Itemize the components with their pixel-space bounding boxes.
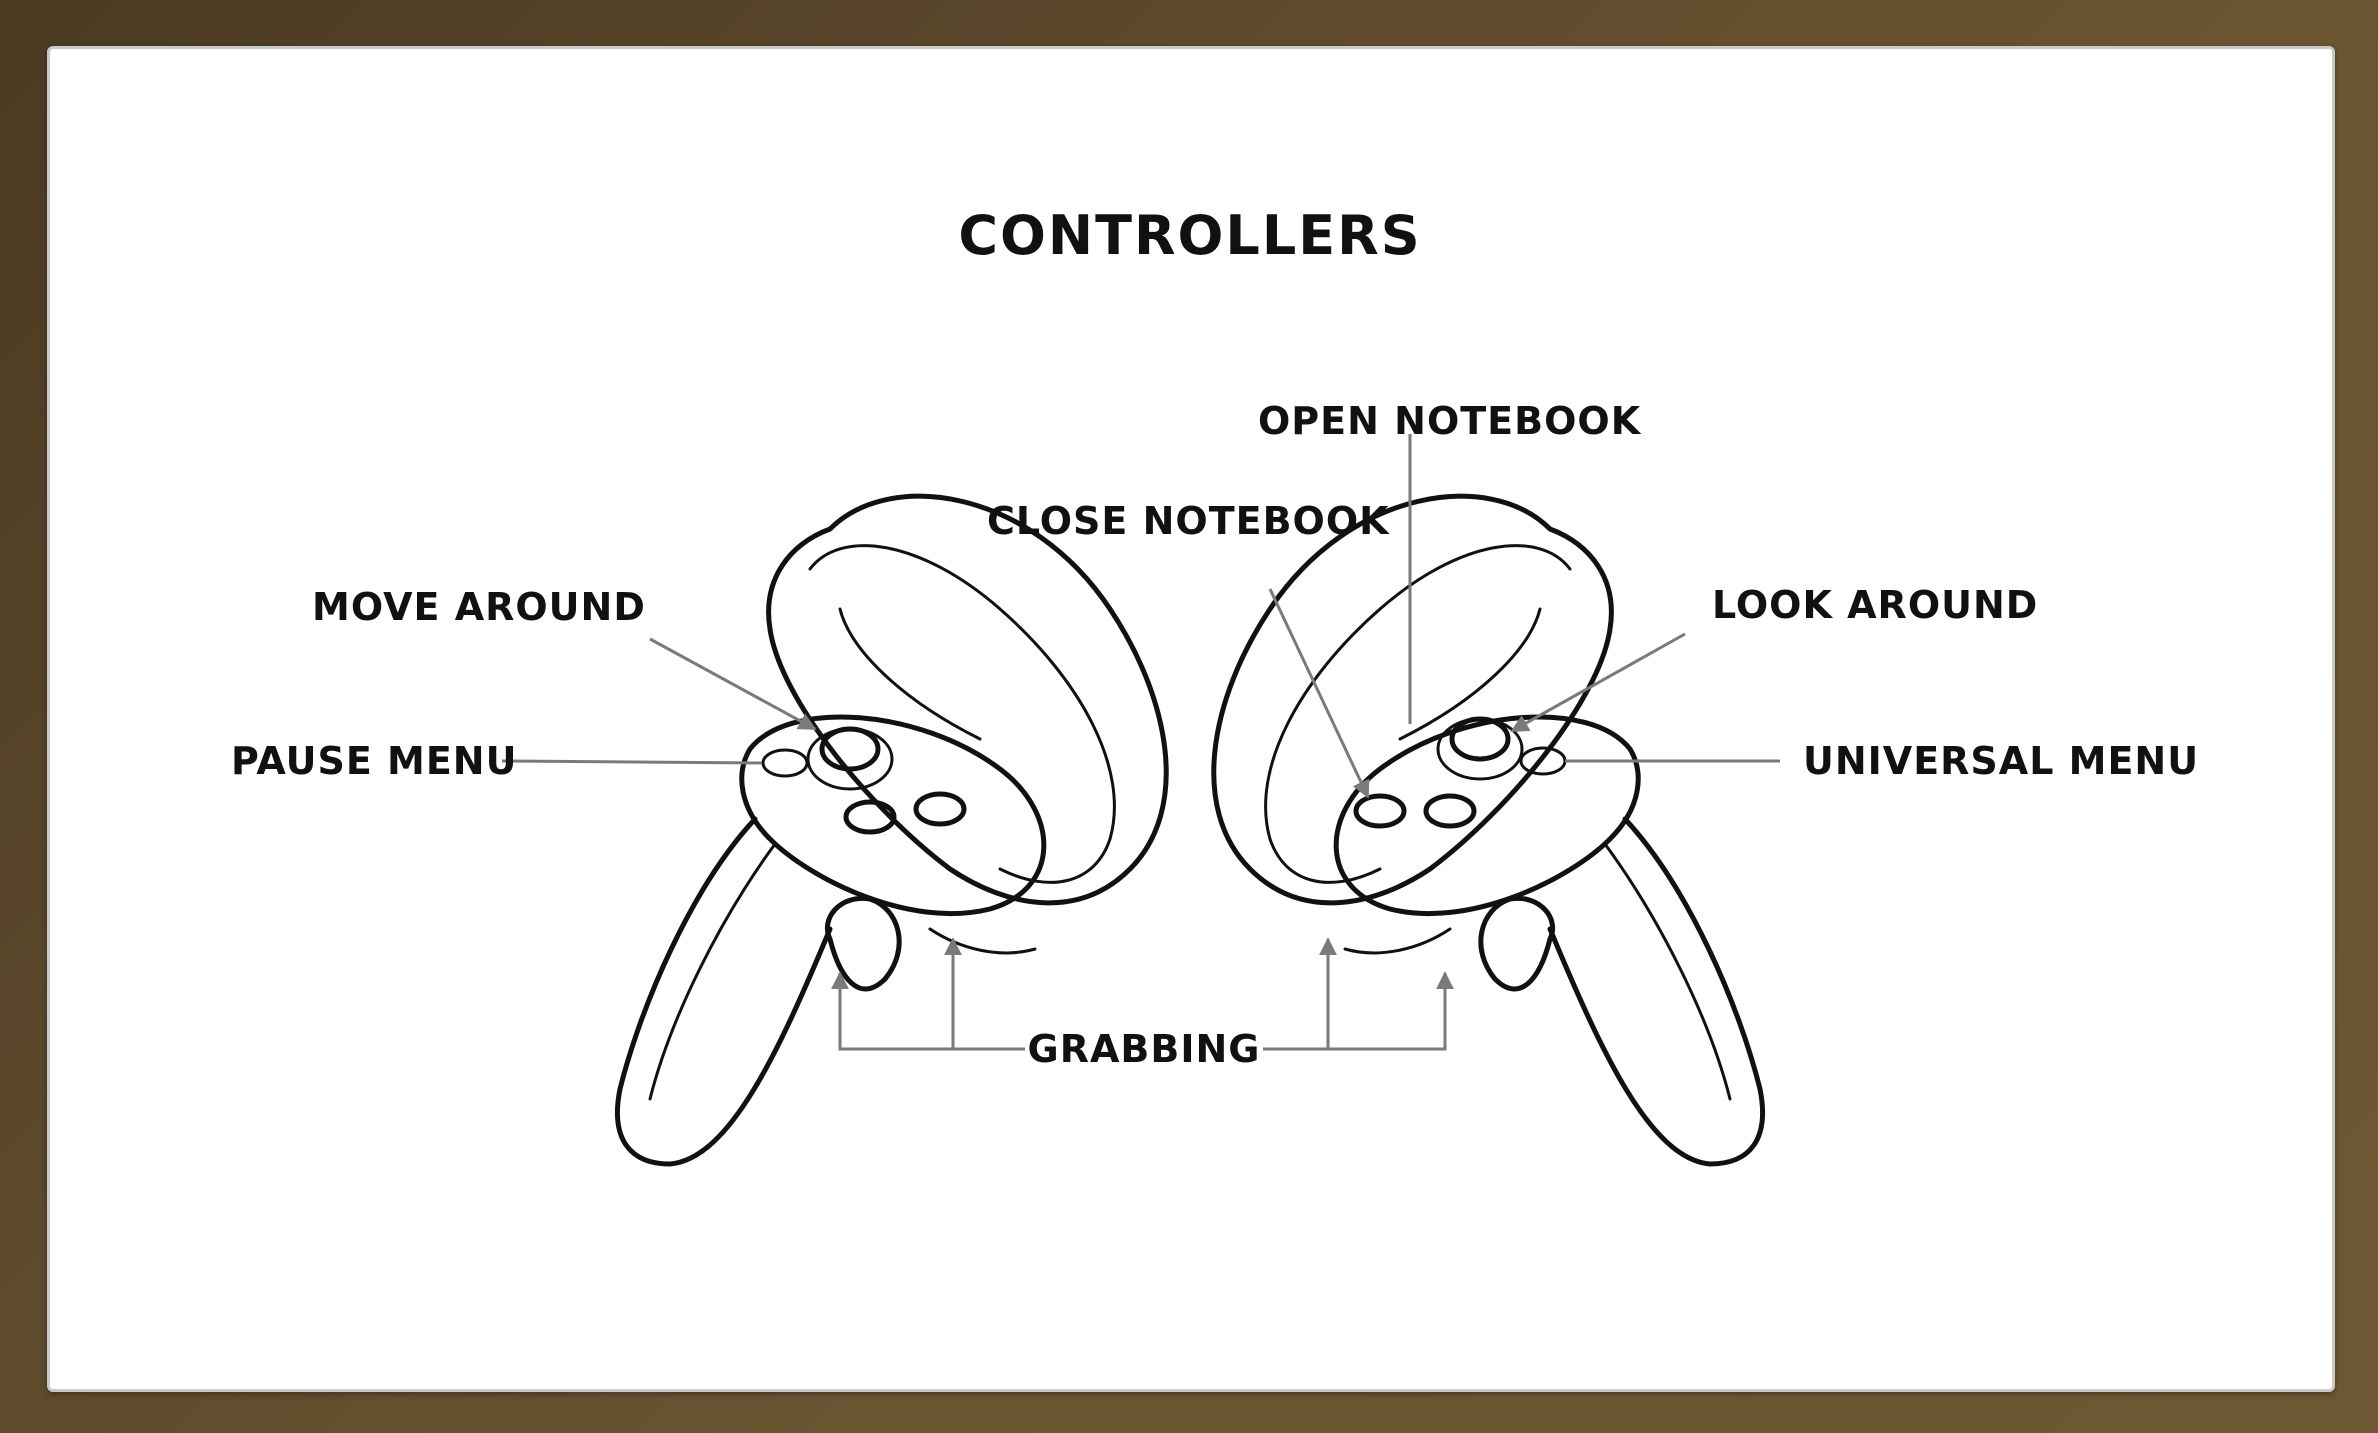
leader-lines bbox=[501, 434, 1780, 1051]
label-open-notebook: OPEN NOTEBOOK bbox=[1258, 399, 1642, 443]
right-controller-illustration bbox=[1211, 493, 1766, 1167]
label-universal-menu: UNIVERSAL MENU bbox=[1803, 739, 2199, 783]
label-close-notebook: CLOSE NOTEBOOK bbox=[987, 499, 1390, 543]
label-move-around: MOVE AROUND bbox=[312, 585, 646, 629]
label-look-around: LOOK AROUND bbox=[1712, 583, 2038, 627]
label-pause-menu: PAUSE MENU bbox=[231, 739, 517, 783]
diagram-panel: CONTROLLERS bbox=[47, 46, 2335, 1392]
controllers-diagram: CONTROLLERS bbox=[231, 204, 2199, 1167]
page-title: CONTROLLERS bbox=[958, 204, 1421, 267]
left-controller-illustration bbox=[614, 493, 1169, 1167]
label-grabbing: GRABBING bbox=[1028, 1027, 1261, 1071]
